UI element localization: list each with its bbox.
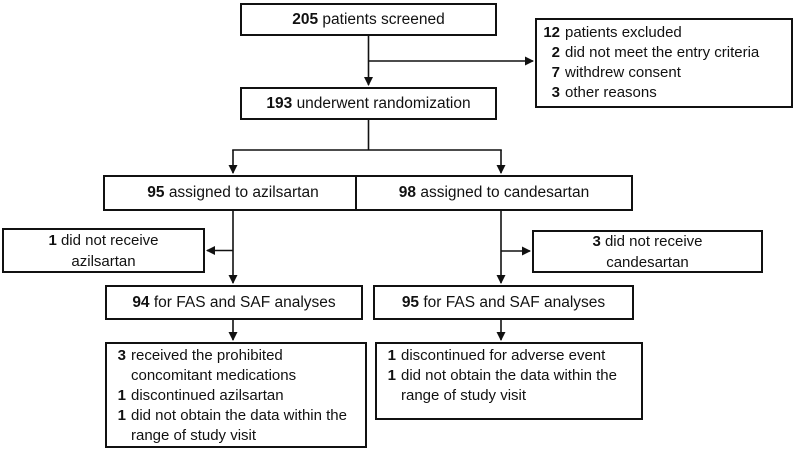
azilsartan-assigned-label: assigned to azilsartan [168, 184, 319, 201]
candesartan-not-received-box: 3 did not receive candesartan [532, 230, 763, 273]
azilsartan-assigned-box: 95 assigned to azilsartan [103, 175, 363, 211]
azilsartan-analyses-label: for FAS and SAF analyses [153, 293, 336, 311]
randomized-count: 193 [266, 94, 293, 112]
screened-count: 205 [292, 10, 319, 28]
excluded-reason-count: 2 [551, 44, 560, 61]
discontinued-count: 1 [387, 367, 396, 384]
discontinued-label: received the prohibited concomitant medi… [131, 347, 297, 384]
discontinued-item: 1 discontinued azilsartan [115, 386, 351, 406]
candesartan-assigned-count: 98 [398, 184, 417, 201]
excluded-count: 12 [543, 24, 560, 41]
excluded-item: 2 did not meet the entry criteria [543, 43, 787, 63]
azilsartan-not-received-count: 1 [48, 231, 57, 249]
candesartan-analyses-count: 95 [401, 293, 420, 311]
discontinued-count: 1 [117, 387, 126, 404]
excluded-item: 12 patients excluded [543, 23, 787, 43]
discontinued-label: discontinued azilsartan [131, 387, 284, 404]
azilsartan-not-received-box: 1 did not receive azilsartan [2, 228, 205, 273]
excluded-box: 12 patients excluded 2 did not meet the … [535, 18, 793, 108]
discontinued-count: 1 [117, 407, 126, 424]
excluded-item: 3 other reasons [543, 83, 787, 103]
excluded-label: patients excluded [565, 24, 682, 41]
excluded-reason-label: did not meet the entry criteria [565, 44, 760, 61]
screened-label: patients screened [322, 10, 445, 28]
azilsartan-analyses-count: 94 [132, 293, 150, 311]
candesartan-not-received-label: did not receive candesartan [604, 232, 703, 271]
discontinued-label: did not obtain the data within the range… [401, 367, 617, 404]
excluded-item: 7 withdrew consent [543, 63, 787, 83]
randomized-box: 193 underwent randomization [240, 87, 497, 120]
discontinued-item: 1 discontinued for adverse event [385, 346, 627, 366]
excluded-reason-label: other reasons [565, 84, 657, 101]
discontinued-count: 3 [117, 347, 126, 364]
discontinued-item: 1 did not obtain the data within the ran… [385, 366, 627, 406]
candesartan-discontinued-box: 1 discontinued for adverse event 1 did n… [375, 342, 643, 420]
azilsartan-discontinued-box: 3 received the prohibited concomitant me… [105, 342, 367, 448]
discontinued-item: 3 received the prohibited concomitant me… [115, 346, 351, 386]
candesartan-analyses-box: 95 for FAS and SAF analyses [373, 285, 634, 320]
excluded-reason-count: 7 [551, 64, 560, 81]
azilsartan-analyses-box: 94 for FAS and SAF analyses [105, 285, 363, 320]
excluded-reason-label: withdrew consent [565, 64, 681, 81]
azilsartan-assigned-count: 95 [147, 184, 165, 201]
screened-box: 205 patients screened [240, 3, 497, 36]
discontinued-label: discontinued for adverse event [401, 347, 606, 364]
azilsartan-not-received-label: did not receive azilsartan [60, 231, 159, 270]
candesartan-analyses-label: for FAS and SAF analyses [423, 293, 606, 311]
candesartan-assigned-label: assigned to candesartan [420, 184, 590, 201]
randomized-label: underwent randomization [296, 94, 471, 112]
discontinued-label: did not obtain the data within the range… [131, 407, 347, 444]
candesartan-assigned-box: 98 assigned to candesartan [355, 175, 633, 211]
candesartan-not-received-count: 3 [592, 232, 601, 250]
discontinued-count: 1 [387, 347, 396, 364]
excluded-reason-count: 3 [551, 84, 560, 101]
discontinued-item: 1 did not obtain the data within the ran… [115, 406, 351, 446]
